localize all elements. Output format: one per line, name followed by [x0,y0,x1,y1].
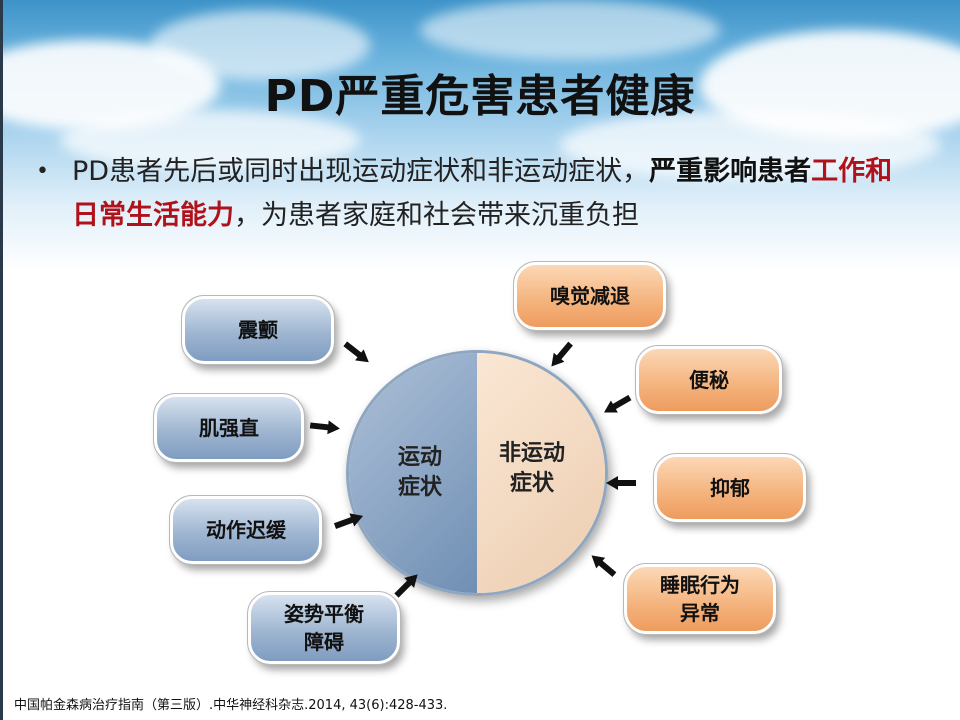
pill-depression: 抑郁 [653,453,807,523]
sky-background [0,0,960,330]
pill-rbd: 睡眠行为异常 [623,563,777,635]
arrow-postural-icon [394,574,418,598]
slide-title: PD严重危害患者健康 [264,71,696,122]
motor-half [349,353,477,593]
arrow-rigidity-icon [309,420,340,435]
pill-postural-instability: 姿势平衡障碍 [247,591,401,665]
nonmotor-half [477,353,605,593]
pill-bradykinesia: 动作迟缓 [169,495,323,565]
nonmotor-label: 非运动 症状 [498,441,565,496]
arrow-hyposmia-icon [551,341,573,367]
pill-rigidity: 肌强直 [153,393,305,463]
bullet-part4: ，为患者家庭和社会带来沉重负担 [234,200,639,231]
arrow-tremor-icon [343,341,369,363]
arrow-rbd-icon [591,555,617,577]
motor-label: 运动 症状 [397,445,442,500]
pill-tremor: 震颤 [181,295,335,365]
arrow-bradykinesia-icon [333,513,364,529]
bullet-part1: PD患者先后或同时出现运动症状和非运动症状， [72,156,650,187]
bullet-text: PD患者先后或同时出现运动症状和非运动症状，严重影响患者工作和日常生活能力，为患… [72,150,916,238]
arrow-depression-icon [606,476,636,490]
pill-constipation: 便秘 [635,345,783,415]
bullet-bold-text: 严重影响患者 [649,156,812,187]
symptom-circle: 运动 症状 非运动 症状 [346,350,608,596]
citation: 中国帕金森病治疗指南（第三版）.中华神经科杂志.2014, 43(6):428-… [14,698,448,713]
bullet-paragraph: • PD患者先后或同时出现运动症状和非运动症状，严重影响患者工作和日常生活能力，… [36,150,916,238]
left-edge-bar [0,0,3,720]
bullet-marker: • [36,159,49,184]
arrow-constipation-icon [604,394,632,413]
pill-hyposmia: 嗅觉减退 [513,261,667,331]
bullet-red-text: 工作和日常生活能力 [72,156,893,231]
